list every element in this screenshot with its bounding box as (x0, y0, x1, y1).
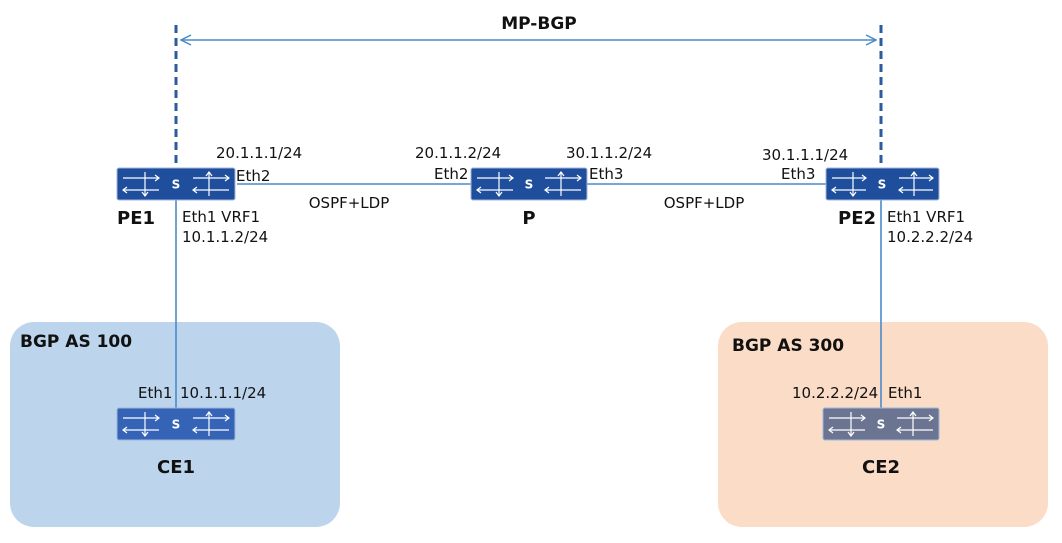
pe2-eth3-name: Eth3 (781, 165, 815, 183)
ce2-eth1-name: Eth1 (888, 384, 922, 402)
switch-arrows-icon (476, 171, 582, 197)
pe1-switch[interactable]: S (116, 167, 236, 201)
link-p-pe2-protocol: OSPF+LDP (664, 194, 745, 212)
pe2-switch[interactable]: S (825, 167, 940, 201)
ce1-switch-body (116, 407, 236, 441)
zone-as100-label: BGP AS 100 (20, 332, 132, 352)
pe2-switch-body (825, 167, 940, 201)
ce2-switch-badge: S (877, 418, 886, 432)
switch-arrows-icon (122, 411, 230, 437)
pe2-eth1-name: Eth1 VRF1 (887, 208, 965, 226)
switch-arrows-icon (828, 411, 934, 437)
switch-arrows-icon (831, 171, 934, 197)
pe1-eth1-name: Eth1 VRF1 (182, 208, 260, 226)
switch-arrows-icon (122, 171, 230, 197)
pe1-device-name: PE1 (117, 208, 155, 229)
p-switch[interactable]: S (470, 167, 588, 201)
p-device-name: P (522, 208, 535, 229)
pe2-switch-badge: S (878, 178, 887, 192)
ce2-eth1-ip: 10.2.2.2/24 (792, 384, 878, 402)
p-eth2-name: Eth2 (434, 165, 468, 183)
ce2-device-name: CE2 (862, 457, 900, 478)
ce1-device-name: CE1 (157, 457, 195, 478)
pe2-eth3-ip: 30.1.1.1/24 (762, 146, 848, 164)
p-eth3-ip: 30.1.1.2/24 (566, 144, 652, 162)
pe1-switch-badge: S (172, 178, 181, 192)
zone-as300-label: BGP AS 300 (732, 336, 844, 356)
p-eth3-name: Eth3 (589, 165, 623, 183)
ce2-switch[interactable]: S (822, 407, 940, 441)
ce1-switch[interactable]: S (116, 407, 236, 441)
p-eth2-ip: 20.1.1.2/24 (415, 144, 501, 162)
mp-bgp-label: MP-BGP (501, 14, 577, 34)
pe1-switch-body (116, 167, 236, 201)
pe1-eth2-name: Eth2 (236, 167, 270, 185)
pe2-device-name: PE2 (838, 208, 876, 229)
pe1-eth1-ip: 10.1.1.2/24 (182, 228, 268, 246)
ce1-eth1-name: Eth1 (138, 384, 172, 402)
pe1-eth2-ip: 20.1.1.1/24 (216, 144, 302, 162)
ce1-switch-badge: S (172, 418, 181, 432)
ce1-eth1-ip: 10.1.1.1/24 (180, 384, 266, 402)
p-switch-body (470, 167, 588, 201)
p-switch-badge: S (525, 178, 534, 192)
link-pe1-p-protocol: OSPF+LDP (309, 194, 390, 212)
pe2-eth1-ip: 10.2.2.2/24 (887, 228, 973, 246)
ce2-switch-body (822, 407, 940, 441)
